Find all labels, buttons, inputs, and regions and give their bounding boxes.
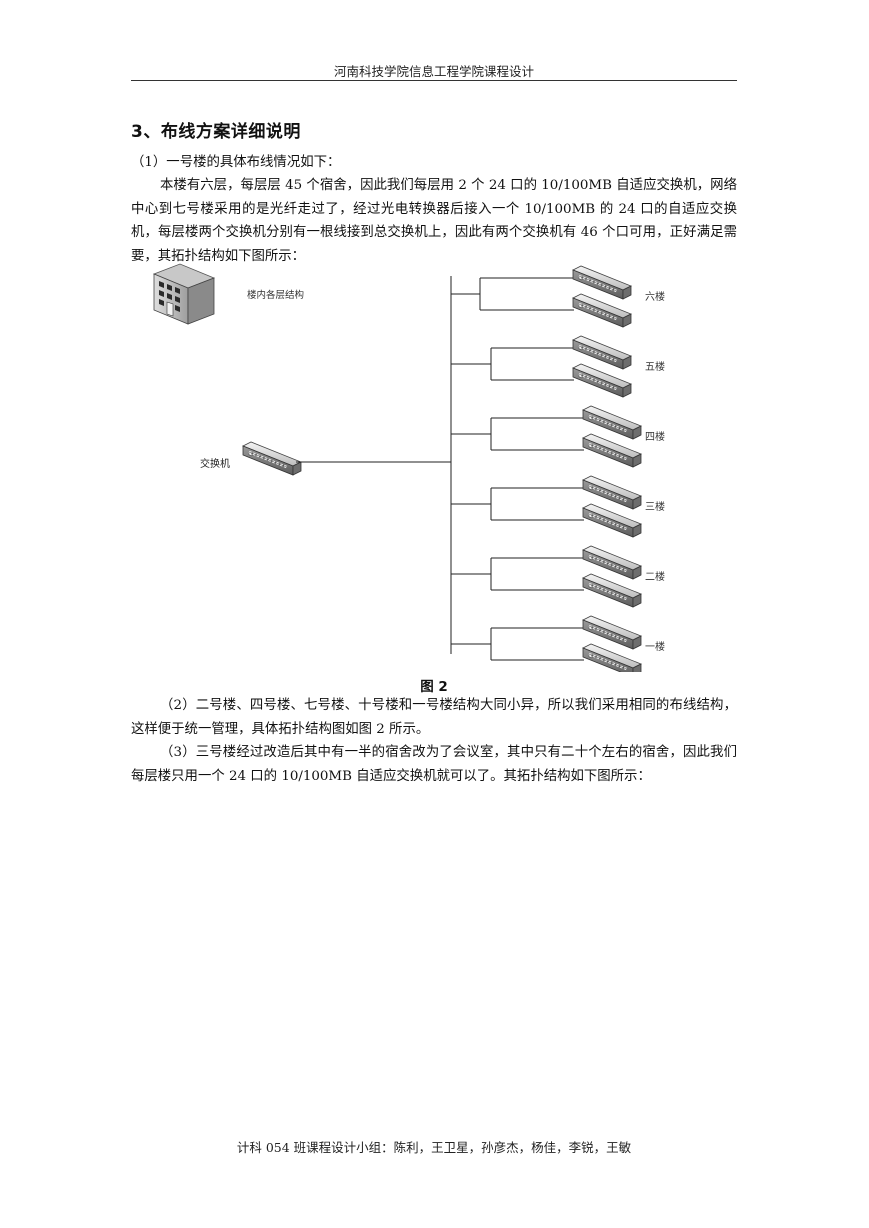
header-divider — [131, 80, 737, 81]
floor-group: 六楼 — [451, 264, 665, 329]
paragraph-2: 本楼有六层，每层层 45 个宿舍，因此我们每层用 2 个 24 口的 10/10… — [131, 178, 737, 264]
paragraph-3: （2）二号楼、四号楼、七号楼、十号楼和一号楼结构大同小异，所以我们采用相同的布线… — [131, 698, 737, 737]
floor-label: 三楼 — [645, 500, 665, 513]
floor-group: 五楼 — [451, 334, 665, 399]
page-header: 河南科技学院信息工程学院课程设计 — [333, 64, 534, 79]
topology-figure: 楼内各层结构 交换机 六楼五楼四楼三楼二楼一楼 — [140, 262, 700, 679]
building-icon — [152, 263, 216, 325]
floor-group: 一楼 — [451, 614, 665, 679]
paragraph-4: （3）三号楼经过改造后其中有一半的宿舍改为了会议室，其中只有二十个左右的宿舍，因… — [131, 745, 737, 784]
figure-caption: 图 2 — [420, 679, 448, 695]
floor-group: 四楼 — [451, 404, 665, 469]
floor-label: 六楼 — [645, 290, 665, 303]
main-switch-icon — [241, 440, 303, 477]
paragraph-1: （1）一号楼的具体布线情况如下： — [131, 155, 341, 170]
floor-group: 三楼 — [451, 474, 665, 539]
section-heading: 3、布线方案详细说明 — [131, 122, 301, 142]
floor-group: 二楼 — [451, 544, 665, 609]
floor-label: 五楼 — [645, 360, 665, 373]
main-switch-label: 交换机 — [200, 457, 230, 470]
page-footer: 计科 054 班课程设计小组：陈利，王卫星，孙彦杰，杨佳，李锐，王敏 — [236, 1140, 632, 1155]
floor-label: 四楼 — [645, 430, 665, 443]
floor-label: 一楼 — [645, 640, 665, 653]
floor-label: 二楼 — [645, 570, 665, 583]
building-label: 楼内各层结构 — [247, 289, 304, 301]
backbone-lines — [296, 276, 452, 654]
